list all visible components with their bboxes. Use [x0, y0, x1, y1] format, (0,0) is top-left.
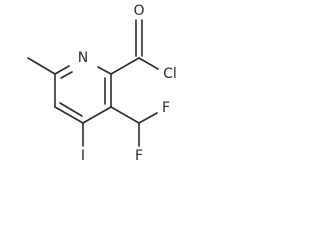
- atom-label-chlorine: Cl: [163, 66, 177, 82]
- bond-carbonyl-chlorine: [138, 57, 159, 70]
- atom-label-iodine: I: [81, 148, 85, 164]
- bond-cf2h-f-upper: [138, 112, 158, 124]
- bond-c3-cf2h: [110, 106, 140, 124]
- bond-c6-n1: [54, 65, 70, 75]
- bond-c6-n1-inner: [60, 71, 73, 79]
- bond-n1-c2: [97, 66, 112, 75]
- atom-label-fluorine-upper: F: [162, 100, 170, 116]
- atom-label-oxygen: O: [133, 3, 144, 19]
- bond-methyl: [27, 57, 56, 75]
- atom-label-fluorine-lower: F: [135, 148, 143, 164]
- bond-c4-c5-inner: [59, 102, 83, 117]
- bond-c3-c4: [82, 106, 112, 124]
- atom-label-nitrogen: N: [78, 50, 88, 66]
- bond-c4-c5: [54, 106, 84, 124]
- bond-c2-carbonyl: [110, 57, 140, 75]
- molecule-structure-diagram: N O Cl F F I: [27, 3, 177, 164]
